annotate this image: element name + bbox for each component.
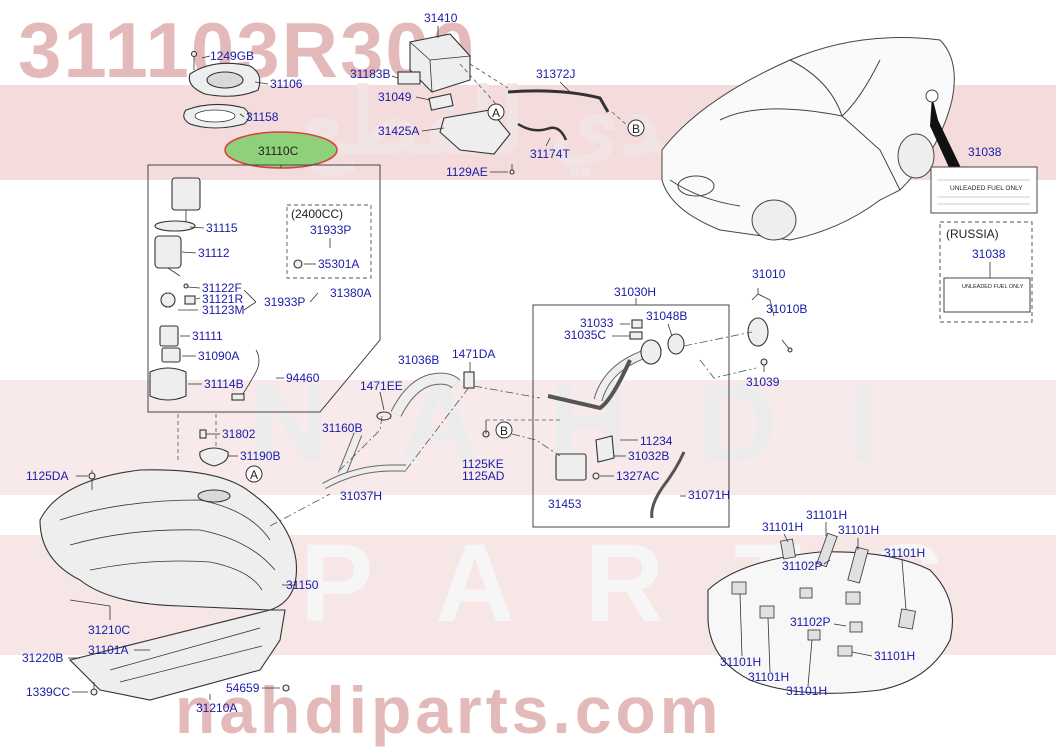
- label-31101H-2: 31101H: [806, 508, 847, 522]
- label-1125KE: 1125KE: [462, 457, 504, 471]
- label-31210C: 31210C: [88, 623, 130, 637]
- label-31150: 31150: [286, 578, 319, 592]
- label-31101H-3: 31101H: [838, 523, 879, 537]
- label-31121R: 31121R: [202, 292, 243, 306]
- label-1129AE: 1129AE: [446, 165, 488, 179]
- label-31122F: 31122F: [202, 281, 242, 295]
- label-31039: 31039: [746, 375, 780, 389]
- label-31453: 31453: [548, 497, 582, 511]
- callout-b-lower: B: [500, 424, 508, 438]
- label-1471EE: 1471EE: [360, 379, 403, 393]
- label-31101H-4: 31101H: [884, 546, 925, 560]
- label-31114B: 31114B: [204, 377, 244, 391]
- label-31106: 31106: [270, 77, 303, 91]
- label-31102P-1: 31102P: [782, 559, 822, 573]
- fuel-door: [747, 317, 769, 347]
- label-31101H-5: 31101H: [720, 655, 761, 669]
- parts-diagram: 31110C (2400CC) 1249GB 31106 31158 31115…: [22, 11, 1038, 715]
- canister: [409, 33, 471, 93]
- label-31035C: 31035C: [564, 328, 606, 342]
- label-31038-a: 31038: [968, 145, 1002, 159]
- label-1125DA: 1125DA: [26, 469, 68, 483]
- fuel-tank: [39, 469, 298, 611]
- label-31158: 31158: [246, 110, 279, 124]
- label-1249GB: 1249GB: [210, 49, 254, 63]
- label-31036B: 31036B: [398, 353, 439, 367]
- label-31101H-8: 31101H: [874, 649, 915, 663]
- label-31111: 31111: [192, 329, 223, 343]
- label-35301A: 35301A: [318, 257, 359, 271]
- label-31933P-a: 31933P: [264, 295, 305, 309]
- label-1125AD: 1125AD: [462, 469, 505, 483]
- label-31933P-b: 31933P: [310, 223, 351, 237]
- label-31101H-6: 31101H: [748, 670, 789, 684]
- label-31101A: 31101A: [88, 643, 128, 657]
- label-31033: 31033: [580, 316, 614, 330]
- label-31032B: 31032B: [628, 449, 669, 463]
- label-31190B: 31190B: [240, 449, 280, 463]
- callout-b-upper: B: [632, 122, 640, 136]
- label-31101H-1: 31101H: [762, 520, 803, 534]
- label-1327AC: 1327AC: [616, 469, 660, 483]
- label-31410: 31410: [424, 11, 458, 25]
- label-31010B: 31010B: [766, 302, 807, 316]
- label-11234: 11234: [640, 434, 673, 448]
- label-31048B: 31048B: [646, 309, 687, 323]
- car-illustration: [661, 37, 962, 241]
- label-54659: 54659: [226, 681, 260, 695]
- label-31038-b: 31038: [972, 247, 1006, 261]
- label-31071H: 31071H: [688, 488, 730, 502]
- label-31123M: 31123M: [202, 303, 244, 317]
- label-31115: 31115: [206, 221, 238, 235]
- callout-a-lower: A: [250, 468, 258, 482]
- russia-box: [939, 221, 1033, 323]
- label-31102P-2: 31102P: [790, 615, 830, 629]
- label-31380A: 31380A: [330, 286, 371, 300]
- label-1471DA: 1471DA: [452, 347, 495, 361]
- label-31210A: 31210A: [196, 701, 237, 715]
- variant-note: (2400CC): [291, 207, 343, 221]
- russia-label-text: UNLEADED FUEL ONLY: [962, 284, 1024, 290]
- label-31372J: 31372J: [536, 67, 575, 81]
- russia-label-sticker: [943, 277, 1031, 313]
- module-group-box: [147, 164, 381, 413]
- label-31030H: 31030H: [614, 285, 656, 299]
- fuel-label-sticker: [930, 166, 1038, 214]
- label-31090A: 31090A: [198, 349, 239, 363]
- label-31802: 31802: [222, 427, 256, 441]
- label-31160B: 31160B: [322, 421, 362, 435]
- label-31112: 31112: [198, 246, 230, 260]
- tank-skid-plate: [68, 609, 286, 701]
- label-31010: 31010: [752, 267, 786, 281]
- label-31174T: 31174T: [530, 147, 570, 161]
- filler-assembly-box: [532, 304, 730, 528]
- label-1339CC: 1339CC: [26, 685, 70, 699]
- callout-a-upper: A: [492, 106, 500, 120]
- label-31220B: 31220B: [22, 651, 63, 665]
- russia-note: (RUSSIA): [946, 227, 999, 241]
- filler-door-actuator: [555, 453, 587, 481]
- label-31101H-7: 31101H: [786, 684, 827, 698]
- label-31183B: 31183B: [350, 67, 390, 81]
- label-94460: 94460: [286, 371, 320, 385]
- label-31425A: 31425A: [378, 124, 419, 138]
- variant-box: [286, 204, 372, 279]
- highlight-label: 31110C: [258, 144, 299, 158]
- label-31037H: 31037H: [340, 489, 382, 503]
- fuel-label-text: UNLEADED FUEL ONLY: [950, 185, 1023, 192]
- label-31049: 31049: [378, 90, 412, 104]
